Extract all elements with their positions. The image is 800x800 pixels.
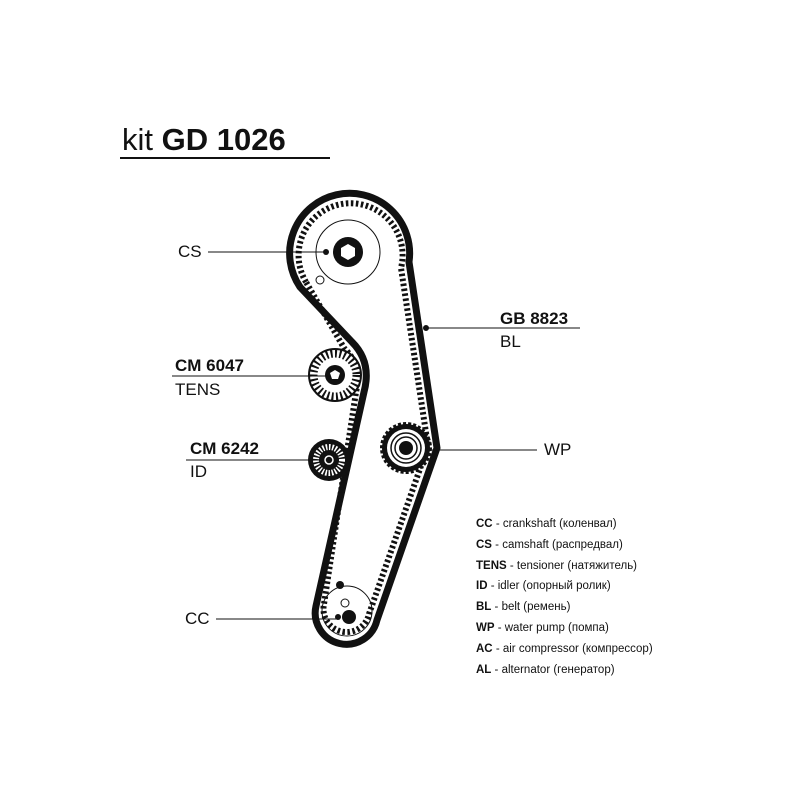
legend-item: CS - camshaft (распредвал) [476, 538, 623, 551]
label-tensioner-type: TENS [175, 380, 221, 399]
label-idler-type: ID [190, 462, 207, 481]
kit-code: GD 1026 [161, 122, 286, 157]
label-cs: CS [178, 242, 202, 261]
label-belt-code: GB 8823 [500, 309, 569, 328]
timing-belt [286, 189, 441, 648]
tensioner-pulley [308, 348, 362, 402]
kit-title: kit GD 1026 [122, 122, 286, 158]
legend-item: CC - crankshaft (коленвал) [476, 518, 617, 530]
label-idler-code: CM 6242 [190, 439, 259, 458]
label-belt-type: BL [500, 332, 521, 351]
crankshaft-pulley [321, 581, 373, 637]
legend-item: AC - air compressor (компрессор) [476, 642, 653, 655]
legend: CC - crankshaft (коленвал) CS - camshaft… [476, 514, 653, 680]
legend-item: ID - idler (опорный ролик) [476, 580, 611, 593]
idler-pulley [308, 439, 350, 481]
leader-lines [172, 251, 580, 620]
water-pump-pulley [380, 422, 432, 474]
title-prefix: kit [122, 122, 153, 157]
legend-item: AL - alternator (генератор) [476, 663, 615, 676]
label-wp: WP [544, 440, 572, 459]
label-cc: CC [185, 609, 210, 628]
legend-item: WP - water pump (помпа) [476, 621, 609, 634]
legend-item: TENS - tensioner (натяжитель) [476, 559, 638, 572]
label-tensioner-code: CM 6047 [175, 356, 244, 375]
camshaft-pulley [315, 219, 381, 285]
legend-item: BL - belt (ремень) [476, 601, 571, 614]
